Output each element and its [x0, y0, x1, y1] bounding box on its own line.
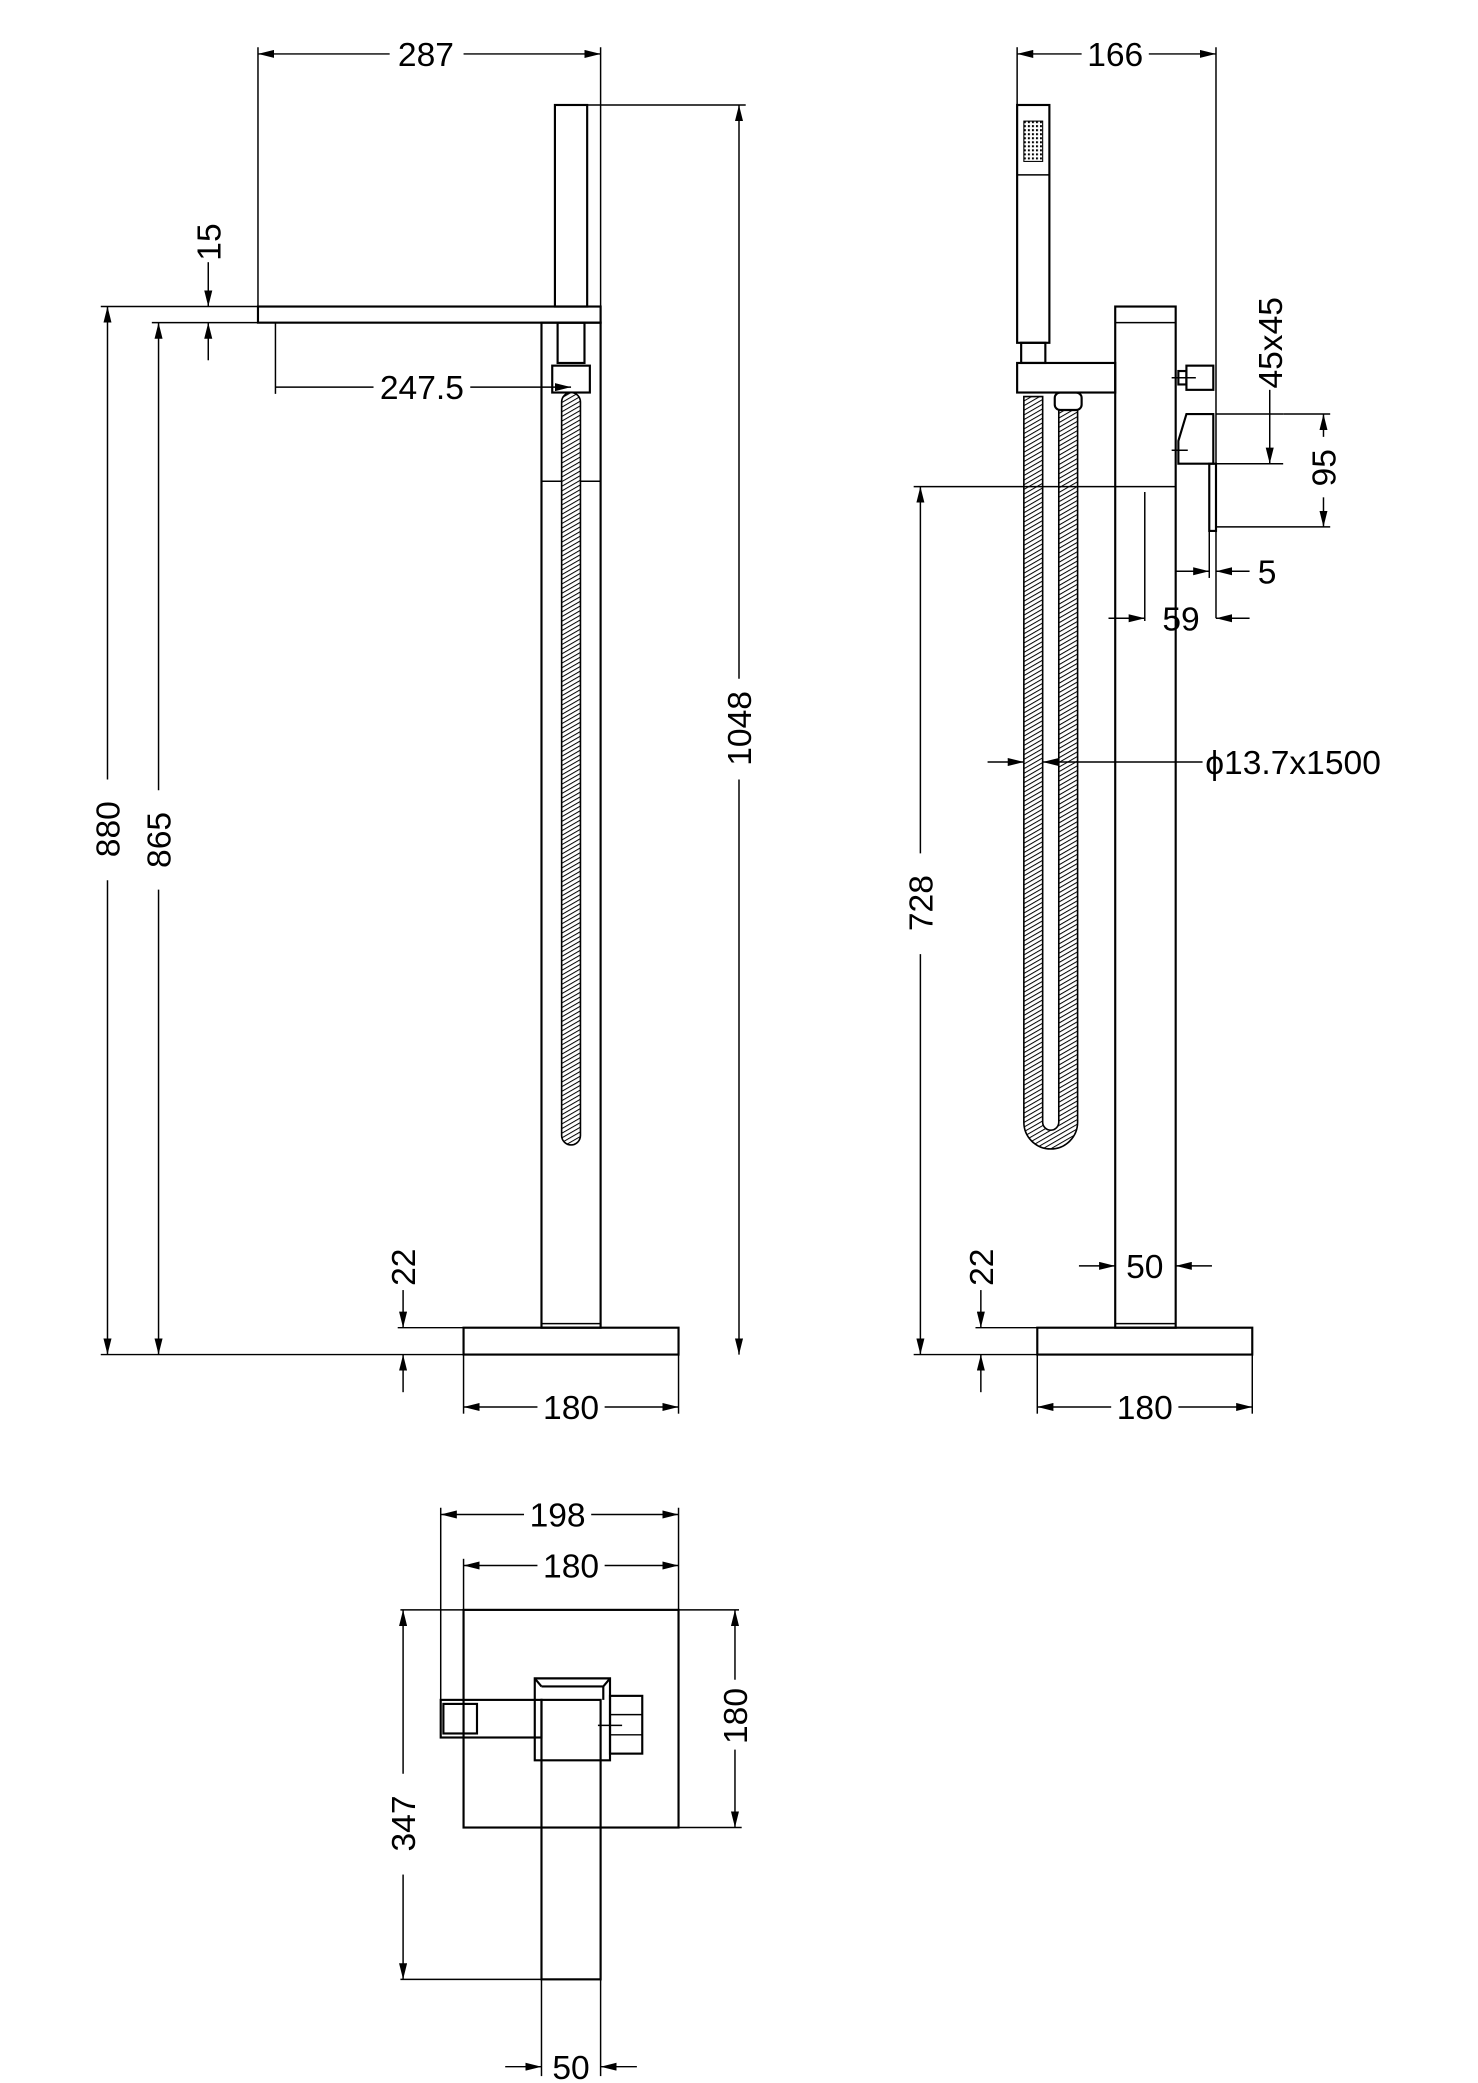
dim-180: 180 [1117, 1390, 1173, 1427]
column [540, 1698, 602, 1981]
lever-post [1208, 462, 1218, 532]
hose-spec-label: ϕ13.7x1500 [1205, 745, 1381, 782]
handset-holder [1016, 361, 1117, 394]
dim-728: 728 [903, 875, 940, 931]
spout [439, 1698, 543, 1739]
lever-handle [1177, 412, 1215, 465]
hose-connector [551, 364, 591, 394]
dim-50: 50 [1126, 1249, 1163, 1286]
handset-neck [556, 321, 586, 365]
dim-198: 198 [530, 1498, 586, 1535]
column [1114, 305, 1177, 1329]
base-plate [462, 1608, 680, 1829]
hose [560, 391, 582, 1146]
dim-347: 347 [386, 1795, 423, 1851]
dim-865: 865 [142, 812, 179, 868]
dim-166: 166 [1087, 37, 1143, 74]
spout [256, 305, 602, 324]
shower-head-nozzles [1023, 120, 1044, 162]
dim-50: 50 [552, 2050, 589, 2083]
base-plate [1036, 1326, 1254, 1356]
dim-180-width: 180 [543, 1549, 599, 1586]
hose-nut [1053, 391, 1083, 412]
dim-59: 59 [1162, 601, 1199, 638]
dim-880: 880 [91, 801, 128, 857]
dim-5: 5 [1258, 554, 1277, 591]
dim-180: 180 [543, 1390, 599, 1427]
dim-95: 95 [1307, 449, 1344, 486]
body-block [533, 1677, 612, 1762]
dim-45x45: 45x45 [1253, 297, 1290, 389]
dim-287: 287 [398, 37, 454, 74]
base-plate [462, 1326, 680, 1356]
hose [1023, 395, 1079, 1150]
side-view: 166 45x45 95 5 59 ϕ13.7x1500 728 50 [903, 37, 1380, 1427]
dim-247-5: 247.5 [380, 370, 464, 407]
front-view: 287 15 247.5 880 865 1048 22 180 [91, 37, 760, 1427]
dim-1048: 1048 [722, 691, 759, 766]
handset [553, 103, 589, 308]
dim-15: 15 [191, 223, 228, 260]
top-view: 198 180 347 180 50 [386, 1498, 755, 2083]
dim-22: 22 [386, 1249, 423, 1286]
dim-22: 22 [964, 1249, 1001, 1286]
dim-180-depth: 180 [718, 1688, 755, 1744]
